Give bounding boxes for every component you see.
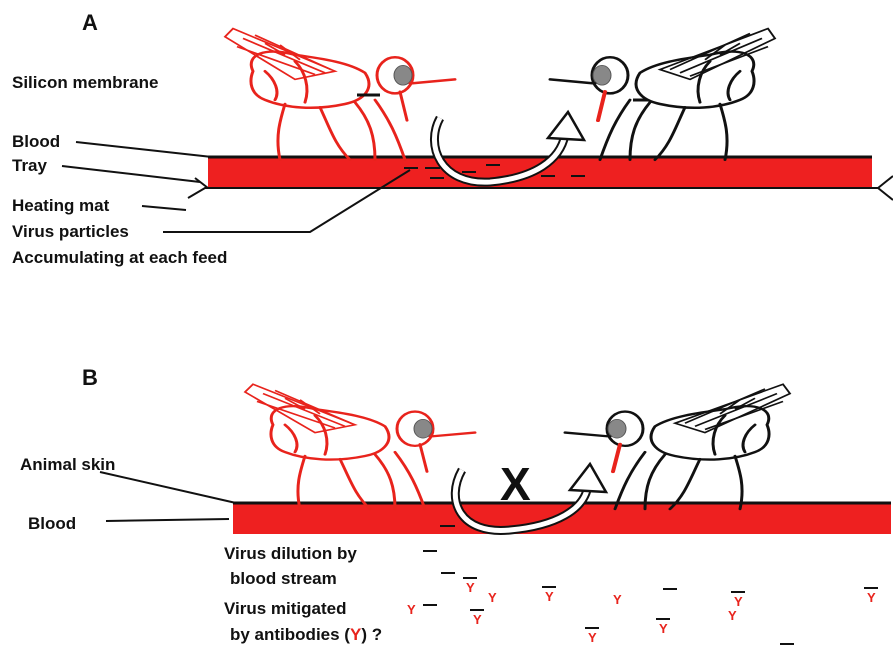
svg-text:Y: Y bbox=[728, 608, 737, 623]
label-silicon-membrane: Silicon membrane bbox=[12, 73, 158, 92]
label-accumulating: Accumulating at each feed bbox=[12, 248, 227, 267]
arrow-head-b bbox=[570, 464, 606, 492]
infected-fly-a bbox=[225, 29, 455, 160]
infected-fly-b bbox=[245, 384, 475, 509]
label-mitigated-1: Virus mitigated bbox=[224, 599, 347, 618]
heating-mat-line bbox=[188, 188, 893, 200]
label-blood-a: Blood bbox=[12, 132, 60, 151]
label-heating-mat: Heating mat bbox=[12, 196, 110, 215]
antibody-bound-particles: Y Y Y Y Y Y Y Y Y Y Y bbox=[407, 578, 878, 645]
arrow-head-a bbox=[548, 112, 584, 140]
leader-blood-b bbox=[106, 519, 229, 521]
label-dilution-1: Virus dilution by bbox=[224, 544, 357, 563]
svg-text:Y: Y bbox=[473, 612, 482, 627]
label-virus-particles: Virus particles bbox=[12, 222, 129, 241]
panel-b-letter: B bbox=[82, 365, 98, 390]
tray-edge bbox=[195, 178, 208, 188]
blocked-transmission-x: X bbox=[500, 458, 531, 510]
tray-edge-right bbox=[878, 176, 893, 188]
svg-text:Y: Y bbox=[734, 594, 743, 609]
leader-tray bbox=[62, 166, 200, 182]
svg-text:Y: Y bbox=[407, 602, 416, 617]
label-mitigated-2: by antibodies (Y) ? bbox=[230, 625, 382, 644]
svg-text:Y: Y bbox=[545, 589, 554, 604]
svg-text:Y: Y bbox=[613, 592, 622, 607]
leader-blood-a bbox=[76, 142, 212, 157]
panel-a-letter: A bbox=[82, 10, 98, 35]
label-tray: Tray bbox=[12, 156, 48, 175]
svg-text:Y: Y bbox=[588, 630, 597, 645]
svg-text:Y: Y bbox=[488, 590, 497, 605]
label-dilution-2: blood stream bbox=[230, 569, 337, 588]
label-blood-b: Blood bbox=[28, 514, 76, 533]
panel-b: B X Animal skin Blood Virus dilution by … bbox=[20, 365, 891, 645]
panel-a: A Silicon membrane Blood Tr bbox=[12, 10, 893, 267]
svg-text:Y: Y bbox=[466, 580, 475, 595]
label-animal-skin: Animal skin bbox=[20, 455, 115, 474]
svg-text:Y: Y bbox=[867, 590, 876, 605]
leader-heating-mat bbox=[142, 206, 186, 210]
leader-animal-skin bbox=[100, 472, 236, 503]
svg-text:Y: Y bbox=[659, 621, 668, 636]
